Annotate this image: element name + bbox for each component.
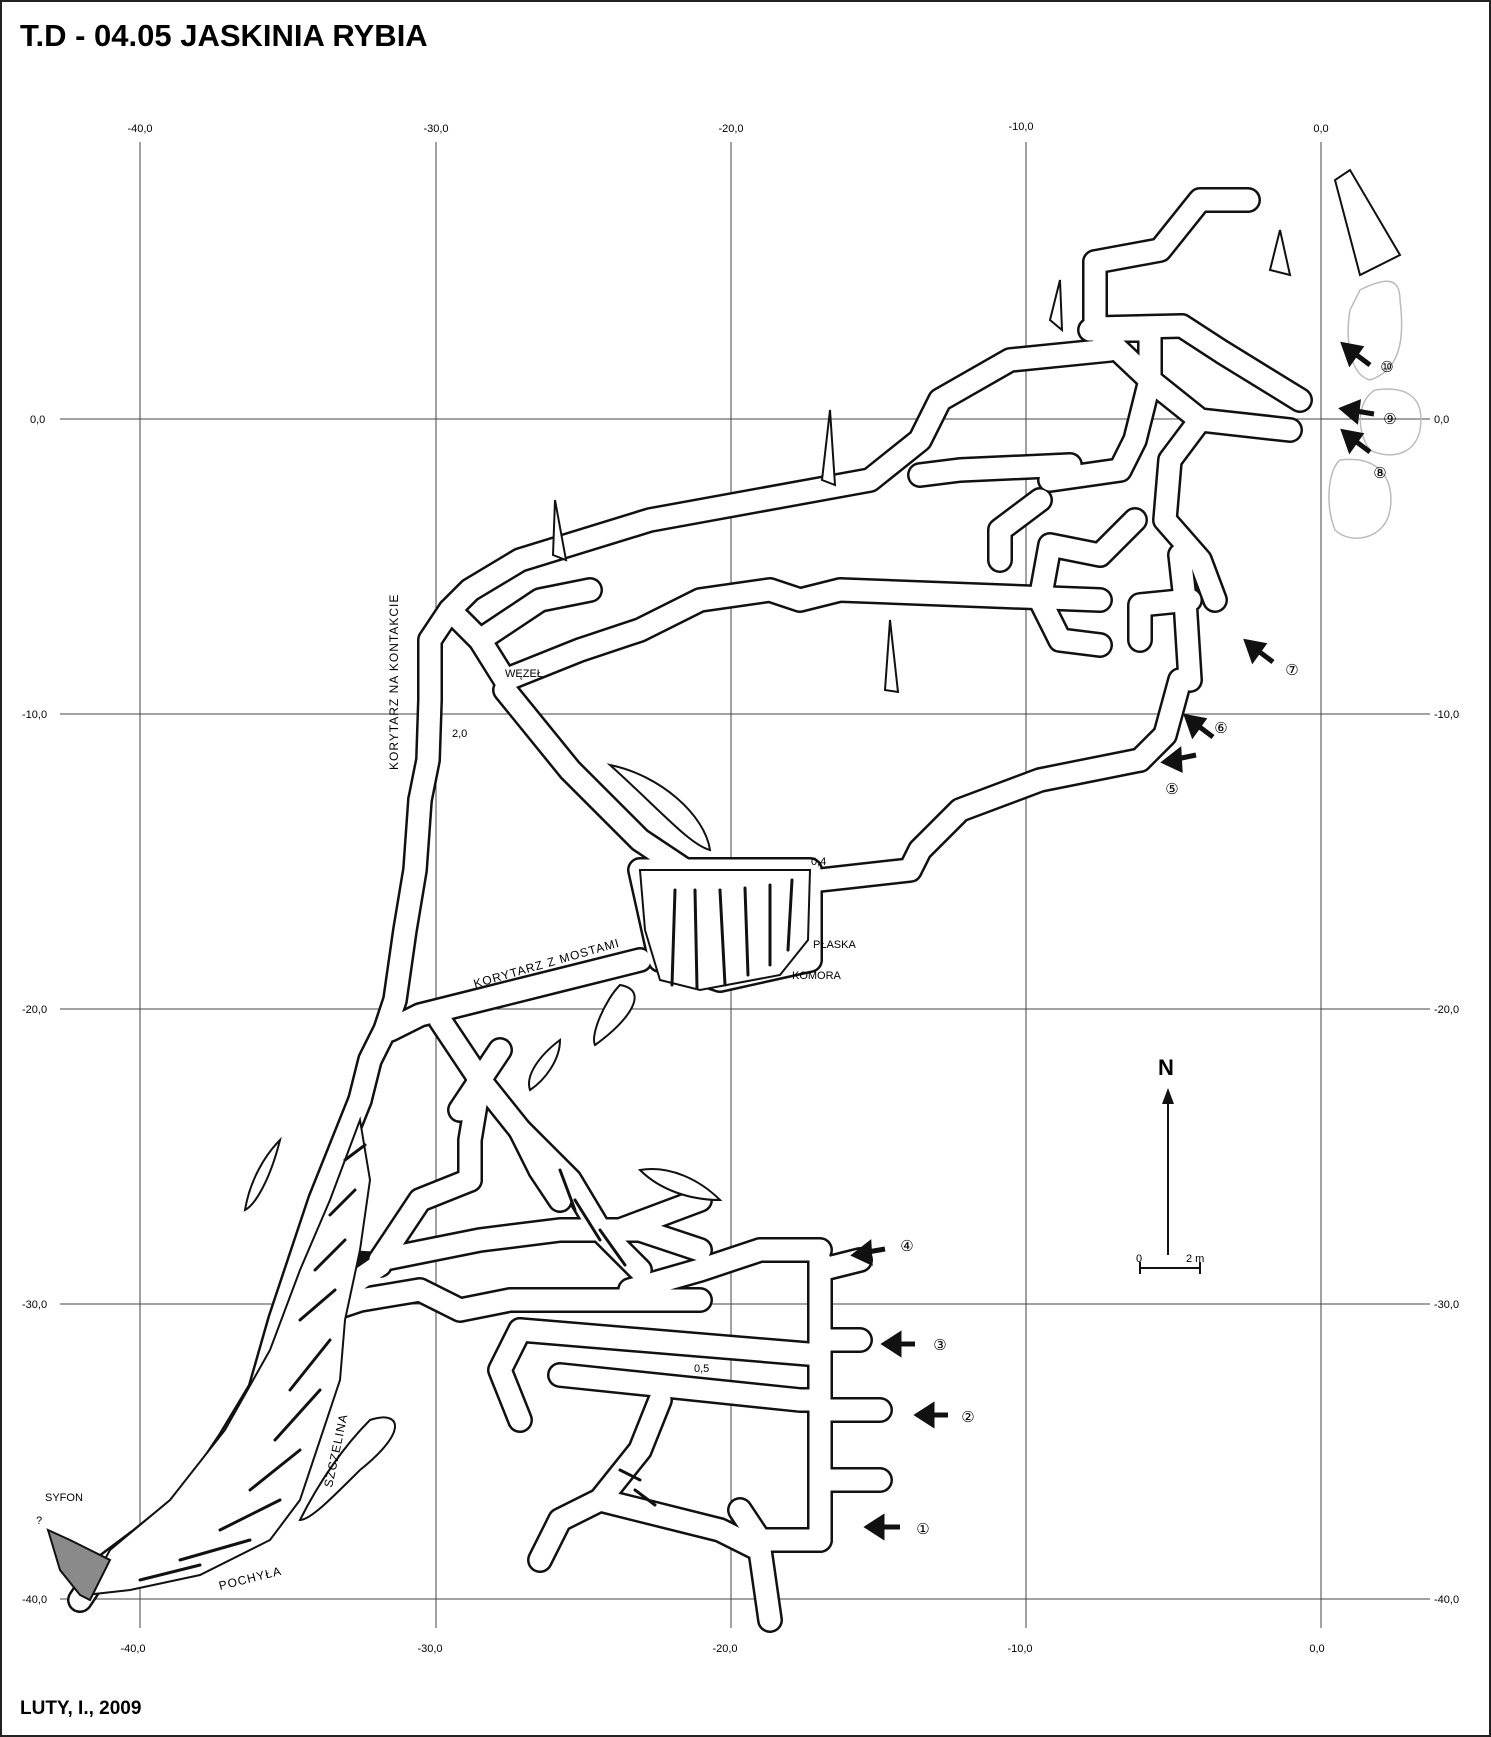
entrance-number-7: ⑦ (1285, 662, 1298, 679)
y-tick-left-10: -10,0 (22, 709, 47, 721)
rock-pillars (243, 168, 1402, 1522)
entrance-number-3: ③ (933, 1337, 946, 1354)
rock-3 (528, 1037, 562, 1092)
label-komora: KOMORA (792, 970, 842, 982)
label-plaska: PŁASKA (813, 939, 856, 951)
y-tick-left-30: -30,0 (22, 1299, 47, 1311)
x-tick-top-40: -40,0 (127, 123, 152, 135)
y-tick-right-40: -40,0 (1434, 1594, 1459, 1606)
entrance-number-6: ⑥ (1214, 720, 1227, 737)
syfon-chamber (46, 1528, 112, 1602)
entrance-number-10: ⑩ (1380, 359, 1393, 376)
cave-passages (67, 187, 1313, 1633)
pochyla-szczelina-chamber (83, 1116, 372, 1597)
x-tick-bottom-40: -40,0 (120, 1643, 145, 1655)
pillar-2 (820, 409, 837, 487)
label-pochyla: POCHYŁA (217, 1564, 283, 1593)
x-tick-top-0: 0,0 (1313, 123, 1328, 135)
label-question: ? (36, 1515, 42, 1527)
label-depth-2-0: 2,0 (452, 728, 467, 740)
y-tick-right-0: 0,0 (1434, 414, 1449, 426)
entrance-arrow-5 (1160, 746, 1197, 774)
entrance-arrow-8 (1340, 428, 1372, 455)
boulder-9 (1359, 388, 1422, 456)
scale-bar: 0 2 m (1136, 1253, 1204, 1274)
y-tick-left-20: -20,0 (22, 1004, 47, 1016)
label-depth-0-5: 0,5 (694, 1363, 709, 1375)
scale-zero: 0 (1136, 1253, 1142, 1265)
label-syfon: SYFON (45, 1492, 83, 1504)
x-tick-bottom-20: -20,0 (712, 1643, 737, 1655)
boulder-8 (1328, 458, 1392, 539)
pillar-6 (1333, 168, 1402, 277)
pillar-5 (1268, 229, 1292, 277)
y-tick-left-0: 0,0 (30, 414, 45, 426)
x-tick-top-30: -30,0 (423, 123, 448, 135)
entrance-arrow-6 (1183, 713, 1215, 740)
coordinate-grid (60, 142, 1430, 1628)
rock-1 (606, 763, 712, 852)
pillar-3 (551, 499, 568, 562)
rock-5 (298, 1416, 396, 1522)
x-tick-bottom-10: -10,0 (1007, 1643, 1032, 1655)
entrance-number-4: ④ (900, 1238, 913, 1255)
label-korytarz-na-kontakcie: KORYTARZ NA KONTAKCIE (387, 594, 401, 770)
entrance-number-2: ② (961, 1409, 974, 1426)
x-tick-top-10: -10,0 (1008, 121, 1033, 133)
entrance-arrow-7 (1243, 638, 1275, 665)
map-author: LUTY, I., 2009 (20, 1698, 141, 1719)
y-tick-left-40: -40,0 (22, 1594, 47, 1606)
chambers (46, 869, 812, 1602)
x-tick-bottom-0: 0,0 (1309, 1643, 1324, 1655)
x-tick-bottom-30: -30,0 (417, 1643, 442, 1655)
x-tick-top-20: -20,0 (718, 123, 743, 135)
rock-2 (593, 983, 636, 1047)
entrance-arrow-3 (880, 1330, 915, 1358)
entrance-arrow-4 (850, 1239, 886, 1267)
entrance-number-5: ⑤ (1165, 781, 1178, 798)
y-tick-right-30: -30,0 (1434, 1299, 1459, 1311)
entrance-arrow-9 (1338, 399, 1375, 425)
entrance-arrow-2 (913, 1401, 948, 1429)
rock-4 (243, 1136, 282, 1212)
map-title: T.D - 04.05 JASKINIA RYBIA (20, 18, 428, 53)
entrance-arrows (850, 341, 1375, 1541)
scale-length: 2 m (1186, 1253, 1204, 1265)
y-tick-right-20: -20,0 (1434, 1004, 1459, 1016)
label-wezel: WĘZEŁ (505, 668, 543, 680)
plaska-komora-chamber (638, 869, 812, 992)
entrance-arrow-1 (863, 1513, 900, 1541)
rock-6 (637, 1168, 723, 1202)
entrance-number-1: ① (916, 1521, 929, 1538)
entrance-number-8: ⑧ (1373, 465, 1386, 482)
entrance-number-9: ⑨ (1383, 411, 1396, 428)
pillar-1 (1048, 279, 1064, 333)
y-tick-right-10: -10,0 (1434, 709, 1459, 721)
slope-hachures (138, 878, 794, 1582)
north-letter: N (1158, 1055, 1174, 1080)
north-arrow: N (1158, 1055, 1174, 1255)
pillar-4 (883, 619, 900, 694)
entrance-arrow-10 (1340, 341, 1372, 368)
label-depth-0-4: 0,4 (811, 856, 826, 868)
